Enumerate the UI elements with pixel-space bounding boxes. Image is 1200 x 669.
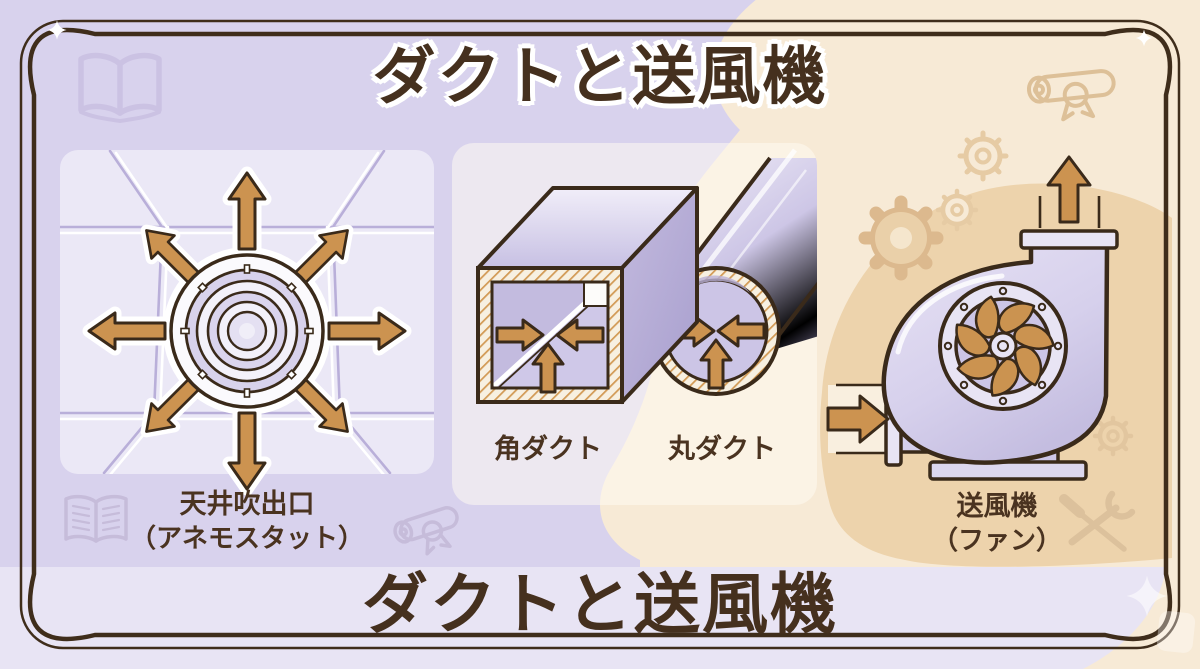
watermark-logo: [1156, 611, 1196, 653]
fan-sublabel: （ファン）: [931, 525, 1062, 556]
page-title-top: ダクトと送風機: [372, 42, 828, 112]
ceiling-diffuser-panel: [60, 150, 434, 489]
square-duct-label: 角ダクト: [494, 434, 602, 464]
ceiling-outlet-sublabel: （アネモスタット）: [129, 523, 364, 554]
anemostat-diffuser: [169, 253, 325, 409]
sparkle-icon: [47, 20, 1196, 653]
ceiling-outlet-caption: 天井吹出口 （アネモスタット）: [87, 487, 407, 556]
decorative-icons: [64, 52, 1136, 556]
round-duct-label: 丸ダクト: [668, 434, 776, 464]
gear-icon: [935, 188, 979, 232]
fan-face: [938, 281, 1068, 411]
decorative-frame: [19, 19, 1181, 650]
gear-icon: [858, 195, 944, 281]
outlet-airflow: [1038, 155, 1101, 228]
lined-book-icon: [64, 494, 128, 543]
square-duct: [476, 186, 699, 404]
square-duct-arrows: [495, 318, 605, 394]
gear-icon: [1092, 415, 1134, 457]
fan-bolts: [943, 286, 1063, 406]
diploma-scroll-icon: [1026, 69, 1116, 122]
ceiling-outlet-label: 天井吹出口: [179, 489, 315, 519]
page-title-bottom: ダクトと送風機: [362, 567, 838, 641]
gear-icon: [957, 130, 1009, 182]
open-book-icon: [78, 52, 162, 123]
outlet-arrow: [1046, 155, 1092, 224]
outlet-flange: [1019, 229, 1119, 250]
diploma-scroll-icon: [393, 506, 459, 556]
bottom-band: [0, 567, 1166, 669]
tools-icon: [1059, 490, 1136, 552]
fan-illustration: [826, 155, 1119, 481]
airflow-arrows: [89, 166, 405, 489]
fan-caption: 送風機 （ファン）: [897, 489, 1097, 558]
ducts-panel: [452, 143, 817, 505]
diffuser-ticks: [180, 264, 314, 398]
inlet-arrow: [826, 394, 890, 444]
fan-label: 送風機: [956, 491, 1038, 521]
fan-impeller: [953, 294, 1057, 400]
